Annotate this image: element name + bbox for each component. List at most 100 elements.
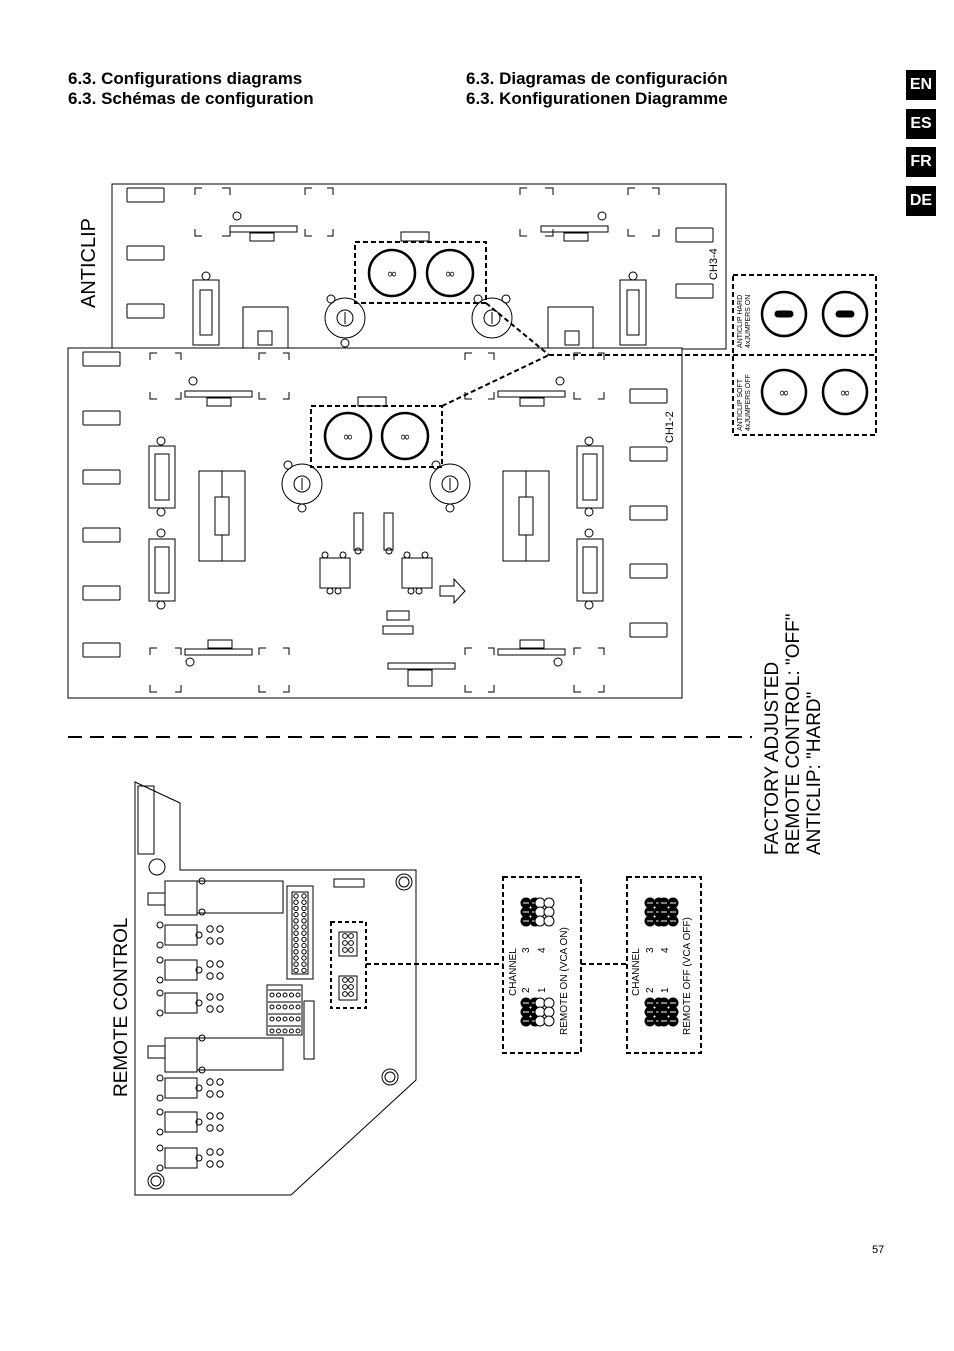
connector-pin (301, 918, 307, 924)
pad (216, 1160, 224, 1168)
factory-line-2: REMOTE CONTROL: "OFF" (783, 613, 804, 856)
jumper-pin (342, 933, 348, 939)
connector-pin (293, 899, 299, 905)
jumper-pin (342, 977, 348, 983)
remote-on-ch1: 1 (537, 987, 548, 993)
connector-pin (293, 961, 299, 967)
lang-tab-fr[interactable]: FR (906, 147, 936, 177)
pad (206, 1078, 214, 1086)
heading-fr: 6.3. Schémas de configuration (68, 89, 314, 108)
pad (206, 960, 214, 968)
anticlip-settings-box: ∞ ∞ (732, 274, 877, 436)
pad (156, 976, 164, 984)
connector-pin (301, 955, 307, 961)
pad (216, 1124, 224, 1132)
svg-text:∞: ∞ (445, 267, 456, 282)
pad (206, 1124, 214, 1132)
pad (216, 1148, 224, 1156)
dip-pin (269, 992, 275, 998)
remote-off-ch3: 3 (645, 947, 656, 953)
pad (216, 925, 224, 933)
pad (216, 1005, 224, 1013)
svg-text:∞: ∞ (779, 386, 790, 401)
dip-pin (282, 992, 288, 998)
jumper-pin (342, 940, 348, 946)
pad (216, 993, 224, 1001)
anticlip-leader-lines (441, 302, 733, 407)
pad (156, 956, 164, 964)
pad (216, 937, 224, 945)
connector-pin (301, 936, 307, 943)
connector-pin (301, 911, 307, 918)
factory-line-3: ANTICLIP: "HARD" (804, 691, 825, 855)
lang-tab-de[interactable]: DE (906, 186, 936, 216)
remote-on-caption: REMOTE ON (VCA ON) (559, 927, 570, 1035)
connector-pin (293, 936, 299, 943)
pad (195, 1084, 203, 1092)
board-ch1-2: ∞ ∞ (67, 347, 683, 699)
remote-control-section-label: REMOTE CONTROL (111, 917, 132, 1097)
dip-pin (295, 992, 301, 998)
pad (216, 972, 224, 980)
jumper-pin (348, 984, 354, 990)
pad (206, 937, 214, 945)
anticlip-soft-title: ANTICLIP SOFT (737, 379, 744, 431)
dip-pin (276, 1028, 281, 1034)
connector-pin (293, 905, 299, 912)
relay-component (164, 924, 198, 946)
jumper-pin (543, 1015, 555, 1027)
lang-tab-es[interactable]: ES (906, 109, 936, 139)
heading-right: 6.3. Diagramas de configuración 6.3. Kon… (466, 69, 728, 109)
pad (206, 1112, 214, 1120)
connector-pin (293, 930, 299, 936)
svg-text:∞: ∞ (840, 386, 851, 401)
lang-tab-en[interactable]: EN (906, 70, 936, 100)
remote-off-ch2: 2 (645, 987, 656, 993)
pad (195, 1118, 203, 1126)
anticlip-hard-sub: 4xJUMPERS ON (745, 294, 752, 348)
pad (156, 1144, 164, 1152)
connector-pin (301, 967, 307, 974)
pad (156, 1094, 164, 1102)
factory-adjusted-note: FACTORY ADJUSTED REMOTE CONTROL: "OFF" A… (762, 614, 825, 856)
pad (206, 972, 214, 980)
svg-text:∞: ∞ (400, 430, 411, 445)
pad (206, 993, 214, 1001)
remote-on-ch2: 2 (521, 987, 532, 993)
remote-off-caption: REMOTE OFF (VCA OFF) (682, 917, 693, 1035)
anticlip-hard-label: ANTICLIP HARD 4xJUMPERS ON (737, 295, 753, 348)
dip-pin (295, 1004, 301, 1010)
dip-pin (295, 1028, 301, 1034)
remote-off-ch4: 4 (660, 947, 671, 953)
dip-pin (289, 1016, 294, 1022)
heading-de: 6.3. Konfigurationen Diagramme (466, 89, 728, 108)
pad (156, 921, 164, 929)
jumper-pin (342, 984, 348, 990)
pad (156, 1164, 164, 1172)
dip-pin (282, 1016, 288, 1022)
jumper-pin (342, 991, 348, 997)
pad (206, 1160, 214, 1168)
anticlip-soft-sub: 4xJUMPERS OFF (745, 374, 752, 431)
jumper-blocks (520, 897, 679, 1027)
connector-pin (293, 924, 299, 930)
pad (156, 1108, 164, 1116)
connector-pin (301, 893, 307, 899)
pad (195, 999, 203, 1007)
dip-pin (295, 1016, 301, 1022)
pad (206, 1005, 214, 1013)
connector-pin (293, 911, 299, 918)
remote-on-ch3: 3 (521, 947, 532, 953)
dip-pin (276, 1016, 281, 1022)
pad (216, 1090, 224, 1098)
board-ch3-4: ∞ ∞ (111, 183, 727, 350)
factory-line-1: FACTORY ADJUSTED (762, 661, 783, 855)
pad (206, 925, 214, 933)
svg-text:∞: ∞ (387, 267, 398, 282)
dip-pin (289, 1004, 294, 1010)
remote-on-ch4: 4 (537, 947, 548, 953)
connector-pin (293, 967, 299, 974)
connector-pin (293, 918, 299, 924)
pad (206, 1148, 214, 1156)
pad (195, 1154, 203, 1162)
